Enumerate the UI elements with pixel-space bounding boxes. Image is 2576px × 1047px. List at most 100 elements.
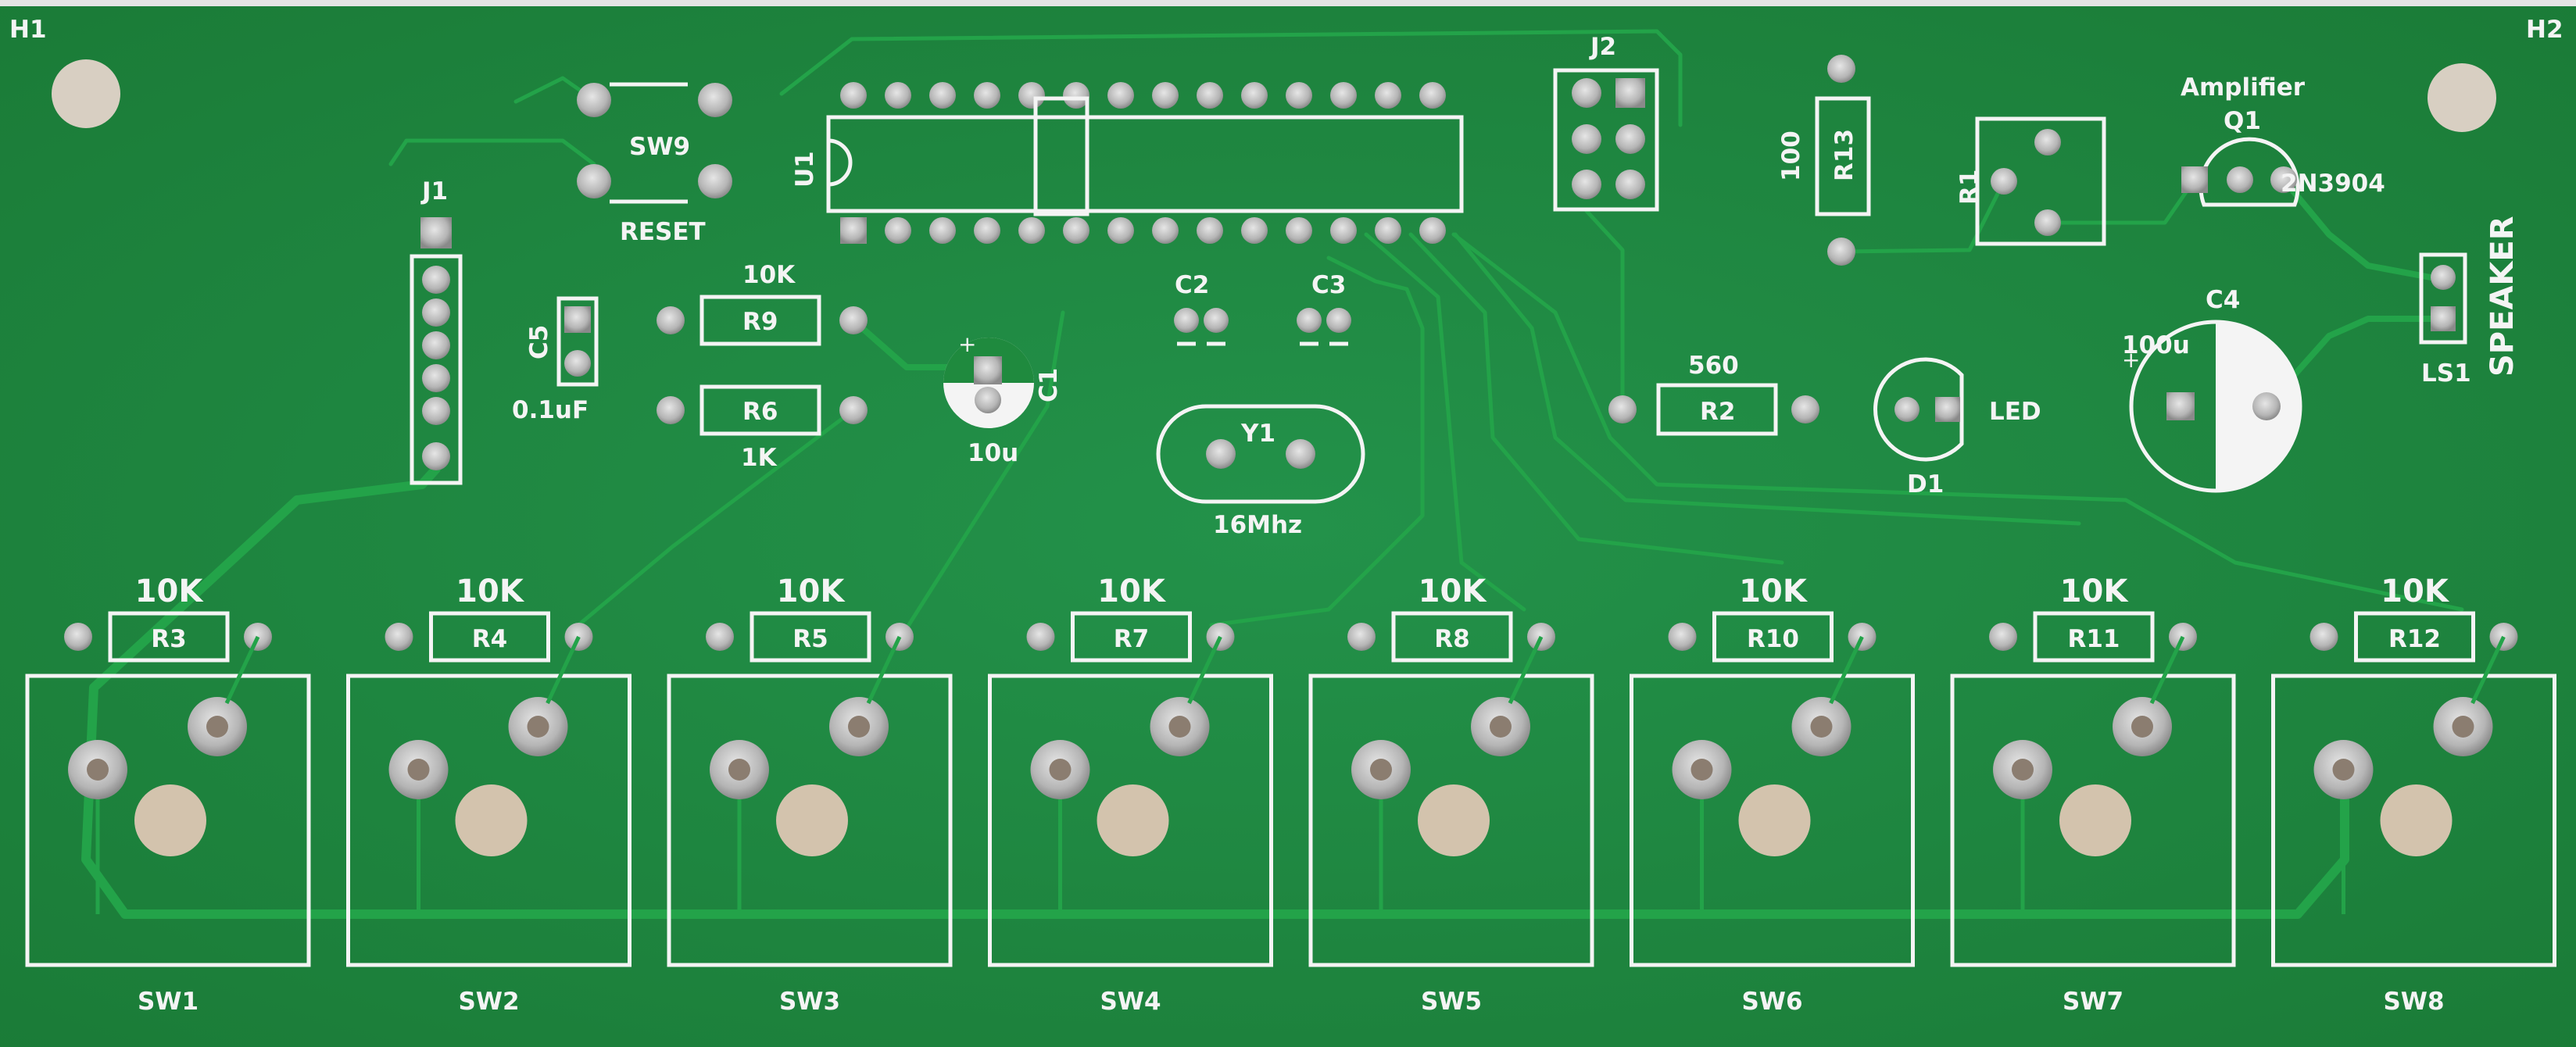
capacitor-c5 bbox=[556, 296, 599, 387]
label-r1: R1 bbox=[1955, 170, 1984, 205]
resistor-r6 bbox=[657, 384, 868, 436]
pullup-resistor-r3 bbox=[64, 611, 272, 663]
label-sw1: SW1 bbox=[138, 988, 199, 1016]
svg-text:+: + bbox=[958, 331, 976, 357]
switch-column-2: R4 10K SW2 bbox=[346, 574, 631, 1016]
label-u1: U1 bbox=[791, 151, 819, 188]
label-r13-value: 100 bbox=[1777, 130, 1805, 181]
label-sw2: SW2 bbox=[458, 988, 519, 1016]
label-r4: R4 bbox=[472, 625, 507, 653]
pad-r13-bottom bbox=[1827, 238, 1855, 266]
label-led: LED bbox=[1989, 398, 2041, 426]
pcb-board bbox=[0, 6, 2576, 1047]
label-c5-value: 0.1uF bbox=[512, 396, 589, 424]
label-r10-value: 10K bbox=[1739, 574, 1809, 609]
label-r9-value: 10K bbox=[742, 261, 796, 289]
switch-column-4: R7 10K SW4 bbox=[988, 574, 1273, 1016]
label-r8-value: 10K bbox=[1419, 574, 1488, 609]
label-r11: R11 bbox=[2067, 625, 2120, 653]
label-r5: R5 bbox=[792, 625, 828, 653]
label-r3: R3 bbox=[151, 625, 186, 653]
label-2n3904: 2N3904 bbox=[2281, 170, 2385, 198]
label-r6: R6 bbox=[742, 398, 778, 426]
label-sw7: SW7 bbox=[2063, 988, 2123, 1016]
label-r4-value: 10K bbox=[456, 574, 525, 609]
trimmer-r1 bbox=[1975, 116, 2106, 246]
label-r6-value: 1K bbox=[741, 444, 778, 472]
label-y1: Y1 bbox=[1240, 420, 1275, 448]
pullup-resistor-r5 bbox=[706, 611, 914, 663]
tactile-switch-sw7 bbox=[1950, 635, 2236, 967]
tactile-switch-sw8 bbox=[2271, 635, 2556, 967]
label-r8: R8 bbox=[1434, 625, 1469, 653]
label-r7: R7 bbox=[1114, 625, 1149, 653]
label-r7-value: 10K bbox=[1097, 574, 1167, 609]
tactile-switch-sw6 bbox=[1630, 635, 1915, 967]
switch-column-1: R3 10K SW1 bbox=[25, 574, 311, 1016]
label-c1-value: 10u bbox=[968, 439, 1018, 467]
label-sw5: SW5 bbox=[1421, 988, 1482, 1016]
label-c1: C1 bbox=[1035, 368, 1063, 402]
label-d1: D1 bbox=[1907, 470, 1944, 498]
label-reset: RESET bbox=[620, 218, 706, 246]
label-sw4: SW4 bbox=[1100, 988, 1161, 1016]
transistor-q1 bbox=[2181, 137, 2300, 207]
resistor-r13 bbox=[1033, 96, 1089, 216]
led-d1 bbox=[1873, 357, 1964, 462]
copper-traces bbox=[81, 29, 2464, 919]
capacitor-c2 bbox=[1174, 308, 1229, 346]
label-ls1: LS1 bbox=[2421, 359, 2471, 388]
label-q1: Q1 bbox=[2224, 107, 2261, 135]
tactile-switch-sw2 bbox=[346, 635, 631, 967]
ic-u1-footprint bbox=[826, 82, 1464, 244]
label-j2: J2 bbox=[1589, 33, 1616, 61]
label-sw8: SW8 bbox=[2383, 988, 2444, 1016]
resistor-r9 bbox=[657, 295, 868, 346]
reset-switch-sw9 bbox=[577, 82, 732, 204]
label-amplifier: Amplifier bbox=[2181, 73, 2306, 102]
tactile-switch-sw1 bbox=[25, 635, 311, 967]
svg-text:+: + bbox=[2122, 347, 2140, 373]
switch-column-5: R8 10K SW5 bbox=[1308, 574, 1594, 1016]
label-y1-value: 16Mhz bbox=[1213, 511, 1302, 539]
label-c4: C4 bbox=[2206, 286, 2240, 314]
label-r3-value: 10K bbox=[135, 574, 205, 609]
resistor-r13-body bbox=[1815, 96, 1871, 216]
label-r13: R13 bbox=[1830, 129, 1859, 181]
header-j1 bbox=[410, 217, 463, 485]
tactile-switch-sw3 bbox=[667, 635, 953, 967]
label-r11-value: 10K bbox=[2060, 574, 2130, 609]
header-j2 bbox=[1553, 68, 1659, 212]
switch-columns: R3 10K SW1 R4 10K SW2 R5 10K SW3 R7 10K SW4 R8 10K SW5… bbox=[25, 574, 2556, 1016]
switch-column-3: R5 10K SW3 bbox=[667, 574, 953, 1016]
label-h2: H2 bbox=[2526, 16, 2563, 44]
label-j1: J1 bbox=[420, 177, 448, 205]
label-sw9: SW9 bbox=[629, 133, 690, 161]
tactile-switch-sw4 bbox=[988, 635, 1273, 967]
label-sw3: SW3 bbox=[779, 988, 840, 1016]
resistor-r2 bbox=[1608, 383, 1819, 436]
capacitor-c4: + bbox=[2122, 320, 2302, 493]
speaker-ls1 bbox=[2419, 252, 2467, 345]
label-r5-value: 10K bbox=[777, 574, 846, 609]
label-speaker: SPEAKER bbox=[2485, 216, 2521, 377]
label-h1: H1 bbox=[9, 16, 47, 44]
label-c5: C5 bbox=[525, 325, 553, 359]
pullup-resistor-r10 bbox=[1668, 611, 1877, 663]
label-r9: R9 bbox=[742, 308, 778, 336]
tactile-switch-sw5 bbox=[1308, 635, 1594, 967]
label-r12: R12 bbox=[2388, 625, 2441, 653]
label-c4-value: 100u bbox=[2122, 331, 2190, 359]
mounting-hole-h1 bbox=[52, 59, 120, 128]
capacitor-c1: + bbox=[943, 331, 1034, 428]
capacitor-c3 bbox=[1297, 308, 1351, 346]
label-r2-value: 560 bbox=[1688, 352, 1739, 380]
crystal-y1 bbox=[1156, 404, 1365, 504]
label-sw6: SW6 bbox=[1741, 988, 1802, 1016]
pullup-resistor-r7 bbox=[1026, 611, 1235, 663]
pad-r13-top bbox=[1827, 55, 1855, 83]
label-c3: C3 bbox=[1311, 271, 1346, 299]
